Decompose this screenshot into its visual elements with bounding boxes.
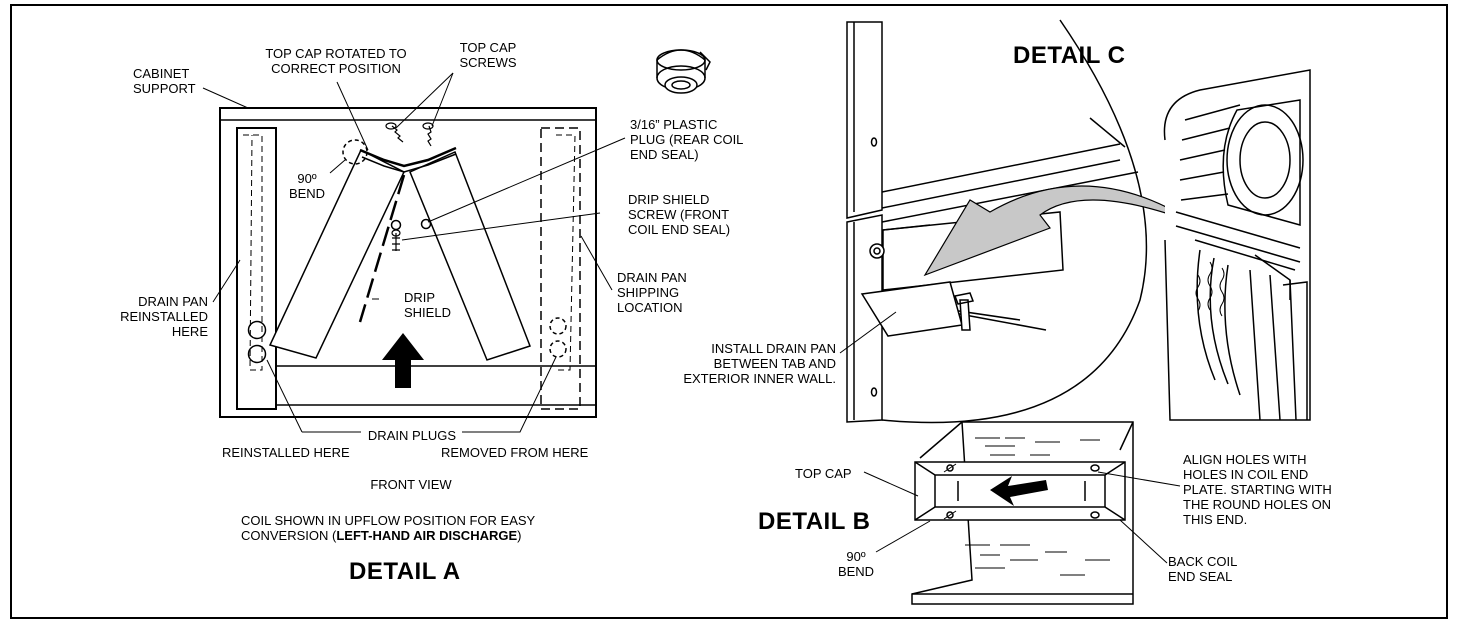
drain-plug-hole bbox=[247, 344, 267, 364]
coil-slab-right bbox=[409, 150, 531, 361]
label-top-cap-screws: TOP CAP SCREWS bbox=[459, 40, 517, 70]
detail-b-top-cap bbox=[863, 421, 1181, 605]
drain-pan-shipping-location bbox=[540, 127, 581, 410]
coil-slab-left bbox=[268, 148, 405, 359]
detail-a-title: DETAIL A bbox=[349, 558, 461, 585]
label-cabinet-support: CABINET SUPPORT bbox=[133, 66, 196, 96]
label-drain-pan-shipping: DRAIN PAN SHIPPING LOCATION bbox=[617, 270, 687, 315]
direction-arrow bbox=[923, 185, 1178, 277]
label-top-cap: TOP CAP bbox=[795, 466, 852, 481]
figure-frame bbox=[10, 4, 1448, 619]
label-bend-a: 90º BEND bbox=[288, 171, 326, 201]
label-drain-pan-reinstalled: DRAIN PAN REINSTALLED HERE bbox=[120, 294, 208, 339]
label-reinstalled-here: REINSTALLED HERE bbox=[222, 445, 350, 460]
label-drain-plugs: DRAIN PLUGS bbox=[367, 428, 457, 443]
drip-shield bbox=[358, 174, 406, 323]
label-install-drain-pan: INSTALL DRAIN PAN BETWEEN TAB AND EXTERI… bbox=[683, 341, 836, 386]
label-front-view: FRONT VIEW bbox=[370, 477, 452, 492]
direction-arrow bbox=[990, 476, 1048, 506]
label-top-cap-rotated: TOP CAP ROTATED TO CORRECT POSITION bbox=[265, 46, 407, 76]
label-drip-shield-screw: DRIP SHIELD SCREW (FRONT COIL END SEAL) bbox=[628, 192, 731, 237]
drain-plug-hole bbox=[247, 320, 267, 340]
label-align-holes: ALIGN HOLES WITH HOLES IN COIL END PLATE… bbox=[1183, 452, 1332, 527]
top-cap bbox=[359, 146, 457, 168]
plastic-plug-icon bbox=[656, 49, 711, 94]
drain-pan-reinstalled bbox=[236, 127, 277, 410]
note-line-1: COIL SHOWN IN UPFLOW POSITION FOR EASY bbox=[241, 513, 536, 528]
detail-b-title: DETAIL B bbox=[758, 508, 871, 535]
note-line-2-prefix: CONVERSION ( bbox=[241, 528, 337, 543]
label-removed-from-here: REMOVED FROM HERE bbox=[441, 445, 589, 460]
label-plastic-plug: 3/16” PLASTIC PLUG (REAR COIL END SEAL) bbox=[630, 117, 744, 162]
air-flow-arrow bbox=[382, 333, 424, 388]
note-line-2-suffix: ) bbox=[517, 528, 522, 543]
label-drip-shield: DRIP SHIELD bbox=[404, 290, 451, 320]
note-line-2-bold: LEFT-HAND AIR DISCHARGE bbox=[336, 528, 518, 543]
detail-a-front-view bbox=[202, 49, 711, 433]
detail-c-cabinet bbox=[839, 19, 1311, 424]
detail-c-title: DETAIL C bbox=[1013, 42, 1126, 69]
label-back-coil-end-seal: BACK COIL END SEAL bbox=[1168, 554, 1238, 584]
label-bend-b: 90º BEND bbox=[837, 549, 875, 579]
